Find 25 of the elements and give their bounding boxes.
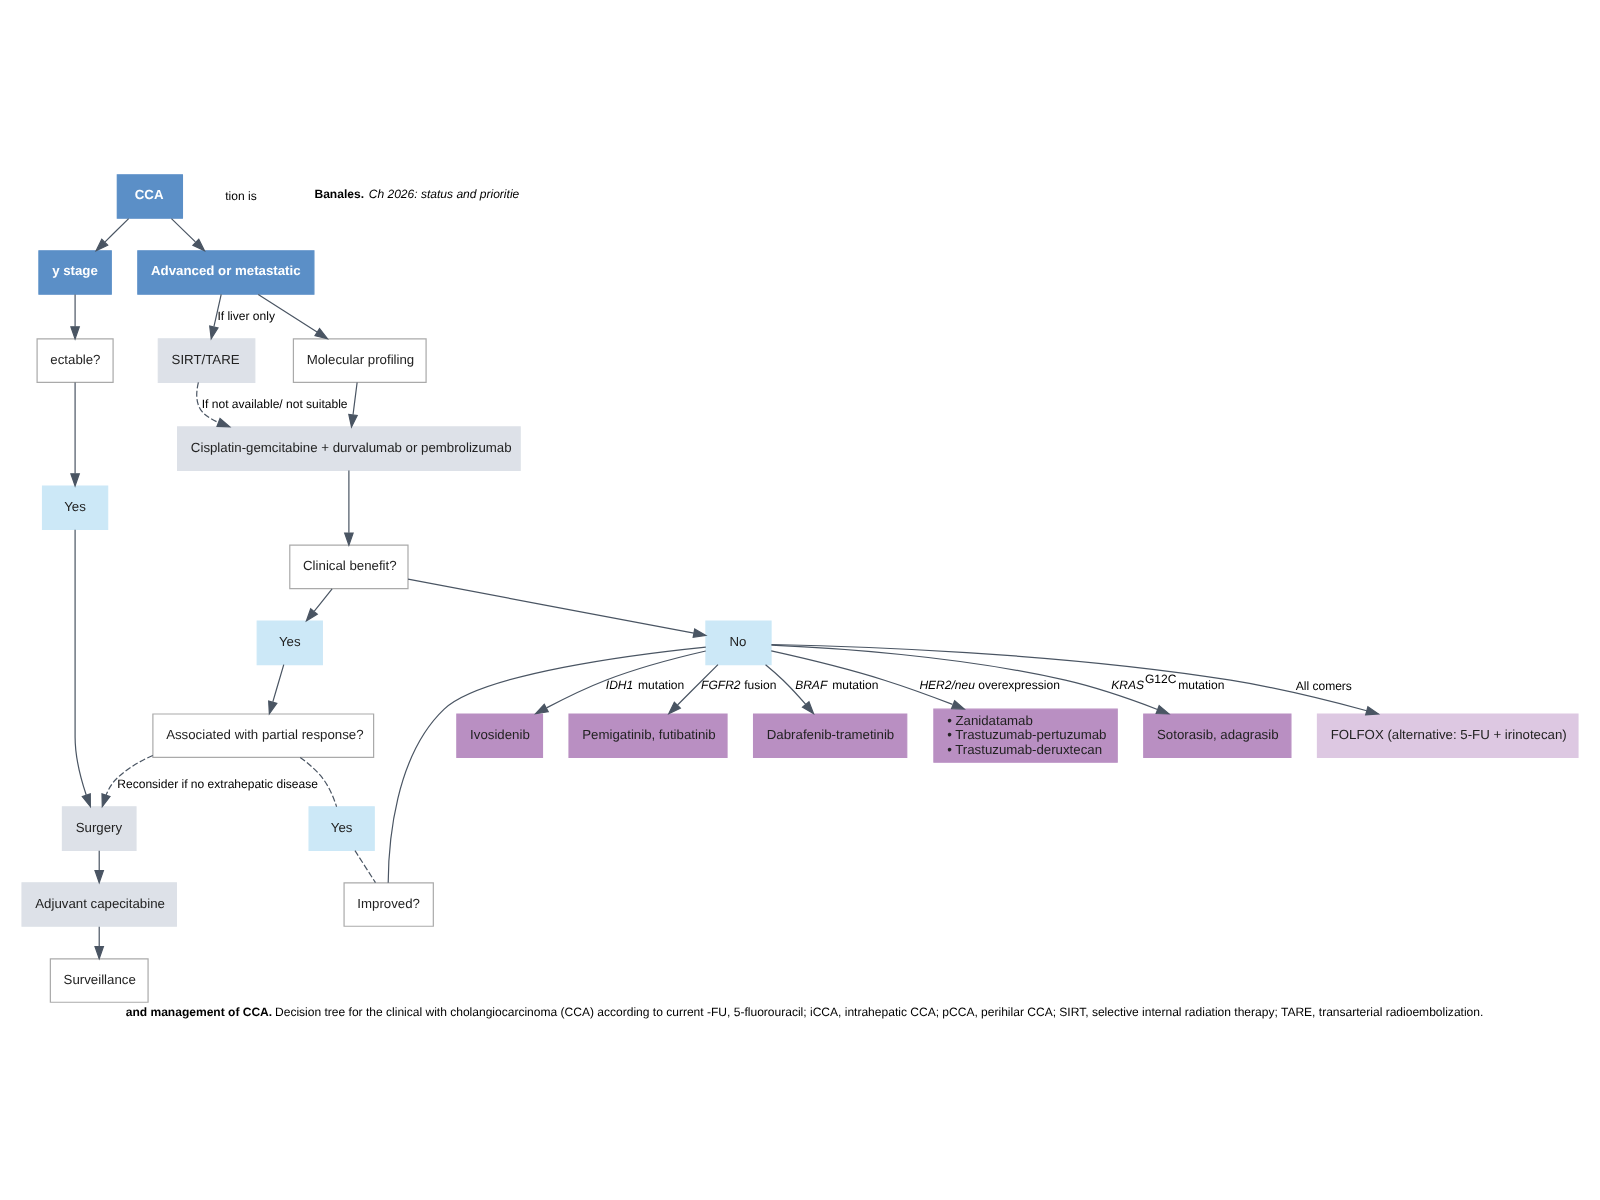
connector <box>387 646 707 884</box>
arrow <box>94 926 105 961</box>
arrow <box>407 578 708 639</box>
arrow <box>94 850 105 885</box>
connector <box>299 756 338 808</box>
arrow <box>170 218 206 252</box>
arrow <box>348 381 359 429</box>
arrow <box>196 381 232 428</box>
arrow <box>667 663 719 716</box>
arrow <box>70 293 81 341</box>
arrow <box>343 469 354 547</box>
arrow <box>770 644 1171 715</box>
arrow <box>74 529 91 809</box>
arrow <box>305 588 333 623</box>
arrow <box>764 664 815 715</box>
arrow <box>101 754 154 809</box>
arrow <box>534 650 707 715</box>
arrow <box>770 650 967 710</box>
arrow <box>268 663 285 716</box>
arrow <box>70 381 81 488</box>
arrow <box>94 218 130 252</box>
arrow <box>770 643 1381 716</box>
arrow <box>257 293 329 340</box>
arrow <box>209 293 222 341</box>
connector <box>354 850 377 884</box>
